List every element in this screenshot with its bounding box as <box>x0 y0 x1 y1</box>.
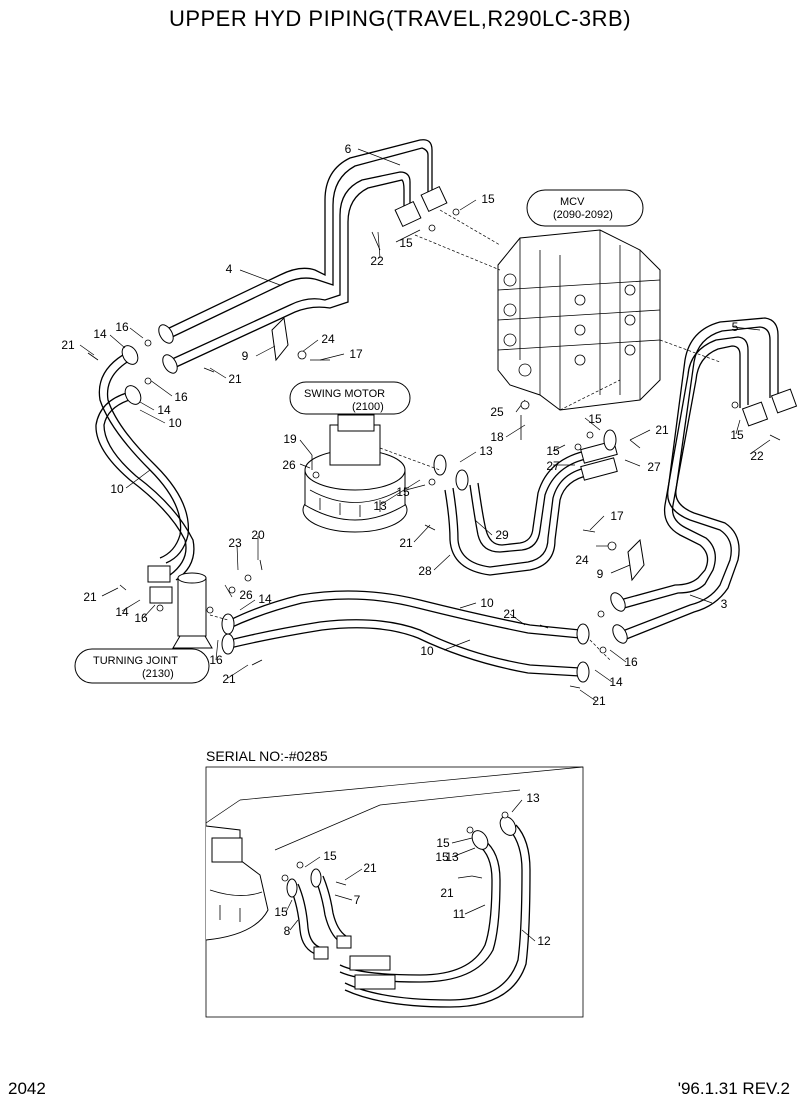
part-label: 8 <box>284 924 291 938</box>
part-label: 4 <box>226 262 233 276</box>
clamp-lower <box>627 538 645 582</box>
part-label: 21 <box>363 861 377 875</box>
pipe-6 <box>164 139 433 369</box>
part-label: 15 <box>399 236 413 250</box>
callout-text: MCV <box>560 196 585 208</box>
part-label: 27 <box>647 460 661 474</box>
part-label: 26 <box>239 588 253 602</box>
hoses-28-29 <box>433 429 618 576</box>
mcv-valve <box>497 229 661 411</box>
part-label: 22 <box>750 449 764 463</box>
part-label: 14 <box>258 592 272 606</box>
part-label: 18 <box>490 430 504 444</box>
part-label: 16 <box>134 611 148 625</box>
leader-lines <box>79 148 771 702</box>
part-label: 26 <box>282 458 296 472</box>
part-label: 13 <box>479 444 493 458</box>
part-label: 10 <box>420 644 434 658</box>
part-label: 17 <box>349 347 363 361</box>
part-label: 13 <box>445 850 459 864</box>
part-label: 21 <box>503 607 517 621</box>
part-label: 7 <box>354 893 361 907</box>
inset-hoses-11-12 <box>339 816 531 1008</box>
part-label: 24 <box>321 332 335 346</box>
callout-text: TURNING JOINT <box>93 655 178 667</box>
part-label: 15 <box>435 850 449 864</box>
inset-swing-motor <box>205 825 269 941</box>
callout-text: (2130) <box>142 668 174 680</box>
part-label: 11 <box>453 907 466 921</box>
part-label: 15 <box>546 444 560 458</box>
part-label: 13 <box>526 791 540 805</box>
part-label: 21 <box>222 672 236 686</box>
part-label: 16 <box>209 653 223 667</box>
part-label: 21 <box>399 536 413 550</box>
callout-swing-motor: SWING MOTOR (2100) <box>289 381 411 415</box>
part-label: 25 <box>490 405 504 419</box>
part-label: 20 <box>251 528 265 542</box>
callout-text: SWING MOTOR <box>304 388 385 400</box>
callout-mcv: MCV (2090-2092) <box>526 189 644 227</box>
part-label: 23 <box>228 536 242 550</box>
callout-turning-joint: TURNING JOINT (2130) <box>74 648 210 684</box>
part-label: 9 <box>242 349 249 363</box>
part-label: 14 <box>157 403 171 417</box>
revision-label: '96.1.31 REV.2 <box>677 1079 790 1098</box>
part-label: 21 <box>655 423 669 437</box>
flange-blocks <box>158 185 448 374</box>
pipe-5 <box>610 317 798 644</box>
part-label: 16 <box>624 655 638 669</box>
part-label: 15 <box>481 192 495 206</box>
part-label: 3 <box>721 597 728 611</box>
part-label: 15 <box>323 849 337 863</box>
part-label: 15 <box>730 428 744 442</box>
part-label: 15 <box>588 412 602 426</box>
part-label: 15 <box>274 905 288 919</box>
assembly-lines <box>209 209 721 661</box>
part-label: 12 <box>537 934 551 948</box>
part-label: 21 <box>228 372 242 386</box>
turning-joint <box>147 565 213 649</box>
part-label: 10 <box>168 416 182 430</box>
part-label: 24 <box>575 553 589 567</box>
part-label: 15 <box>436 836 450 850</box>
part-label: 21 <box>61 338 75 352</box>
inset-leaders <box>281 799 536 942</box>
part-labels-main: 6 15 15 22 4 21 14 16 24 9 17 21 16 14 1… <box>61 142 764 708</box>
part-label: 15 <box>396 485 410 499</box>
part-label: 17 <box>610 509 624 523</box>
part-label: 10 <box>110 482 124 496</box>
page-title: UPPER HYD PIPING(TRAVEL,R290LC-3RB) <box>168 6 632 31</box>
callout-text: (2090-2092) <box>553 209 613 221</box>
part-label: 16 <box>174 390 188 404</box>
part-label: 21 <box>83 590 97 604</box>
part-label: 14 <box>609 675 623 689</box>
part-labels-inset: 13 15 21 15 7 15 8 15 13 21 11 12 <box>274 791 551 948</box>
part-label: 16 <box>115 320 129 334</box>
part-label: 19 <box>283 432 297 446</box>
part-label: 10 <box>480 596 494 610</box>
part-label: 28 <box>418 564 432 578</box>
part-label: 5 <box>732 320 739 334</box>
part-label: 14 <box>115 605 129 619</box>
page-number: 2042 <box>8 1079 46 1098</box>
fasteners <box>87 208 781 689</box>
callout-text: (2100) <box>352 401 384 413</box>
part-label: 9 <box>597 567 604 581</box>
part-label: 21 <box>592 694 606 708</box>
part-label: 14 <box>93 327 107 341</box>
part-label: 21 <box>440 886 454 900</box>
inset-pipes <box>286 868 352 960</box>
part-label: 6 <box>345 142 352 156</box>
hoses-10-left <box>95 345 195 581</box>
part-label: 22 <box>370 254 384 268</box>
part-label: 13 <box>373 499 387 513</box>
hoses-10-lower <box>221 590 590 683</box>
serial-number-label: SERIAL NO:-#0285 <box>206 748 328 764</box>
clamp-upper <box>271 316 289 362</box>
part-label: 29 <box>495 528 509 542</box>
swing-motor <box>302 414 408 533</box>
part-label: 27 <box>546 459 560 473</box>
